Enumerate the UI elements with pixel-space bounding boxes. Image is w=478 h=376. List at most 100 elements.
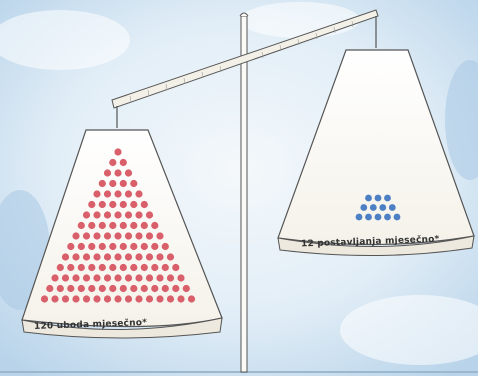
dot [135, 211, 142, 218]
dot [120, 243, 127, 250]
dot [125, 274, 132, 281]
dot [130, 222, 137, 229]
dot [141, 222, 148, 229]
dot [88, 201, 95, 208]
dot [114, 169, 121, 176]
dot [109, 201, 116, 208]
dot [93, 211, 100, 218]
dot [78, 243, 85, 250]
dot [394, 214, 401, 221]
dot [114, 232, 121, 239]
dot [114, 295, 121, 302]
dot [135, 190, 142, 197]
dot [188, 295, 195, 302]
dot [120, 264, 127, 271]
dot [93, 295, 100, 302]
dot [125, 232, 132, 239]
dot [162, 243, 169, 250]
dot [99, 243, 106, 250]
dot [120, 285, 127, 292]
dot [141, 264, 148, 271]
dot [375, 195, 382, 202]
dot [72, 253, 79, 260]
dot [146, 253, 153, 260]
dot [130, 243, 137, 250]
dot [62, 274, 69, 281]
dot [83, 211, 90, 218]
dot [78, 285, 85, 292]
dot [167, 253, 174, 260]
dot [67, 264, 74, 271]
dot [67, 243, 74, 250]
dot [104, 232, 111, 239]
dot [135, 274, 142, 281]
dot [46, 285, 53, 292]
dot [151, 222, 158, 229]
dot [146, 232, 153, 239]
dot [146, 211, 153, 218]
dot [67, 285, 74, 292]
dot [156, 295, 163, 302]
dot [141, 201, 148, 208]
dot [130, 201, 137, 208]
dot [125, 253, 132, 260]
dot [109, 285, 116, 292]
dot [109, 180, 116, 187]
dot [99, 201, 106, 208]
dot [125, 211, 132, 218]
dot [370, 204, 377, 211]
dot [114, 211, 121, 218]
dot [78, 222, 85, 229]
dot [109, 243, 116, 250]
dot [365, 195, 372, 202]
dot [384, 214, 391, 221]
dot [365, 214, 372, 221]
dot [151, 285, 158, 292]
dot [104, 253, 111, 260]
dot [93, 253, 100, 260]
dot [104, 211, 111, 218]
dot [88, 264, 95, 271]
dot [99, 222, 106, 229]
dot [389, 204, 396, 211]
dot [162, 264, 169, 271]
dot [72, 232, 79, 239]
dot [62, 295, 69, 302]
dot [57, 285, 64, 292]
dot [120, 201, 127, 208]
dot [62, 253, 69, 260]
dot [99, 264, 106, 271]
dot [360, 204, 367, 211]
dot [130, 180, 137, 187]
dot [125, 190, 132, 197]
dot [146, 274, 153, 281]
dot [167, 295, 174, 302]
dot [83, 253, 90, 260]
dot [125, 295, 132, 302]
dot [78, 264, 85, 271]
dot [114, 253, 121, 260]
dot [114, 148, 121, 155]
dot [99, 180, 106, 187]
dot [114, 190, 121, 197]
dot [135, 295, 142, 302]
dot [177, 295, 184, 302]
dot [375, 214, 382, 221]
dot [109, 222, 116, 229]
dot [379, 204, 386, 211]
dot [384, 195, 391, 202]
dot [167, 274, 174, 281]
dot [162, 285, 169, 292]
dot [141, 243, 148, 250]
dot [156, 274, 163, 281]
dot [156, 232, 163, 239]
dot [177, 274, 184, 281]
dot [135, 232, 142, 239]
dot [72, 274, 79, 281]
dot [93, 190, 100, 197]
dot [99, 285, 106, 292]
dot [114, 274, 121, 281]
dot [183, 285, 190, 292]
dot [88, 243, 95, 250]
